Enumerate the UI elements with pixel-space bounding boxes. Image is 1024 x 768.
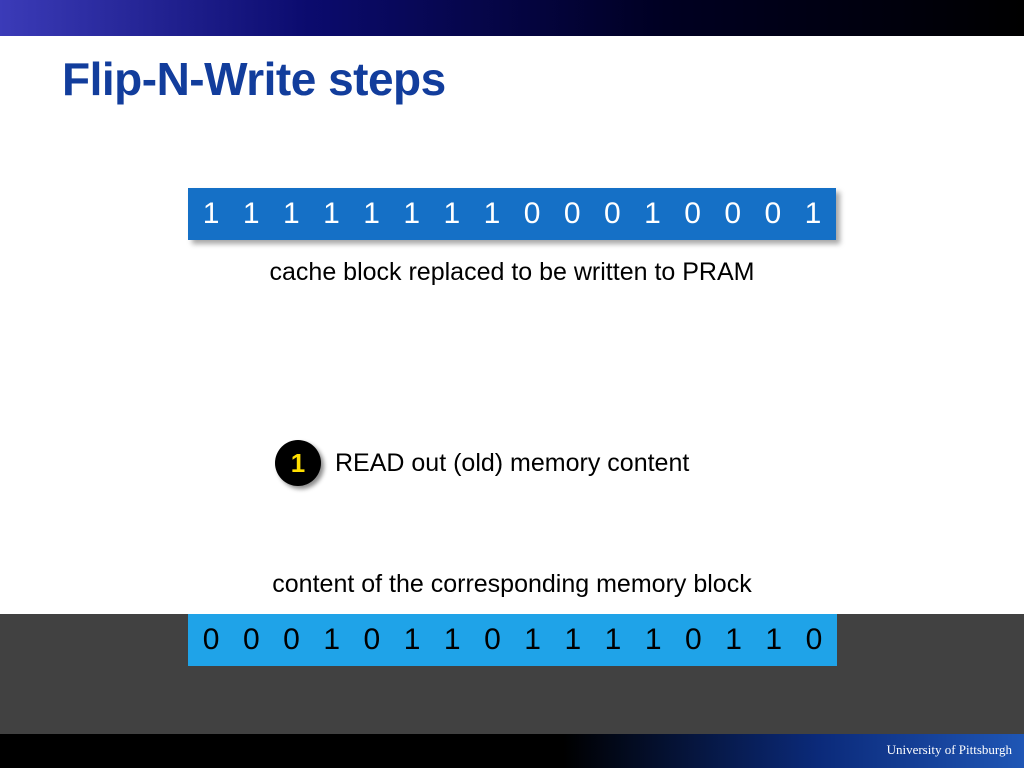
new-bit-4: 1 (323, 197, 340, 230)
old-bit-6: 1 (403, 623, 421, 656)
old-bit-7: 1 (443, 623, 461, 656)
old-bit-2: 0 (242, 623, 260, 656)
new-bit-1: 1 (202, 197, 220, 230)
new-bit-11: 0 (603, 197, 621, 230)
old-bit-4: 1 (323, 623, 340, 656)
old-bit-5: 0 (363, 623, 381, 656)
new-bit-9: 0 (523, 197, 541, 230)
new-bit-12: 1 (644, 197, 661, 230)
new-bit-16: 1 (804, 197, 822, 230)
old-bit-9: 1 (524, 623, 541, 656)
new-bit-2: 1 (242, 197, 260, 230)
old-block-caption: content of the corresponding memory bloc… (272, 570, 752, 598)
new-bit-7: 1 (443, 197, 461, 230)
top-banner (0, 0, 1024, 36)
step-1: 1 READ out (old) memory content (275, 440, 689, 486)
step-description: READ out (old) memory content (335, 448, 690, 477)
new-bit-10: 0 (563, 197, 581, 230)
old-bit-13: 0 (685, 623, 702, 656)
new-bit-5: 1 (363, 197, 380, 230)
old-bit-11: 1 (604, 623, 622, 656)
old-bit-14: 1 (725, 623, 742, 656)
old-bit-15: 1 (765, 623, 783, 656)
old-bit-16: 0 (805, 623, 823, 656)
footer-institution: University of Pittsburgh (886, 742, 1012, 757)
old-bit-12: 1 (644, 623, 662, 656)
new-bit-13: 0 (684, 197, 701, 230)
old-bit-10: 1 (564, 623, 582, 656)
footer-bar (0, 734, 1024, 768)
new-bit-6: 1 (403, 197, 421, 230)
new-bit-14: 0 (724, 197, 742, 230)
new-block-caption: cache block replaced to be written to PR… (269, 258, 755, 286)
new-bit-3: 1 (282, 197, 300, 230)
step-number-badge: 1 (275, 440, 321, 486)
old-bit-3: 0 (283, 623, 300, 656)
slide-title: Flip-N-Write steps (62, 53, 446, 105)
old-bit-1: 0 (202, 623, 220, 656)
new-bit-8: 1 (483, 197, 501, 230)
new-bit-15: 0 (764, 197, 782, 230)
old-bit-8: 0 (484, 623, 501, 656)
